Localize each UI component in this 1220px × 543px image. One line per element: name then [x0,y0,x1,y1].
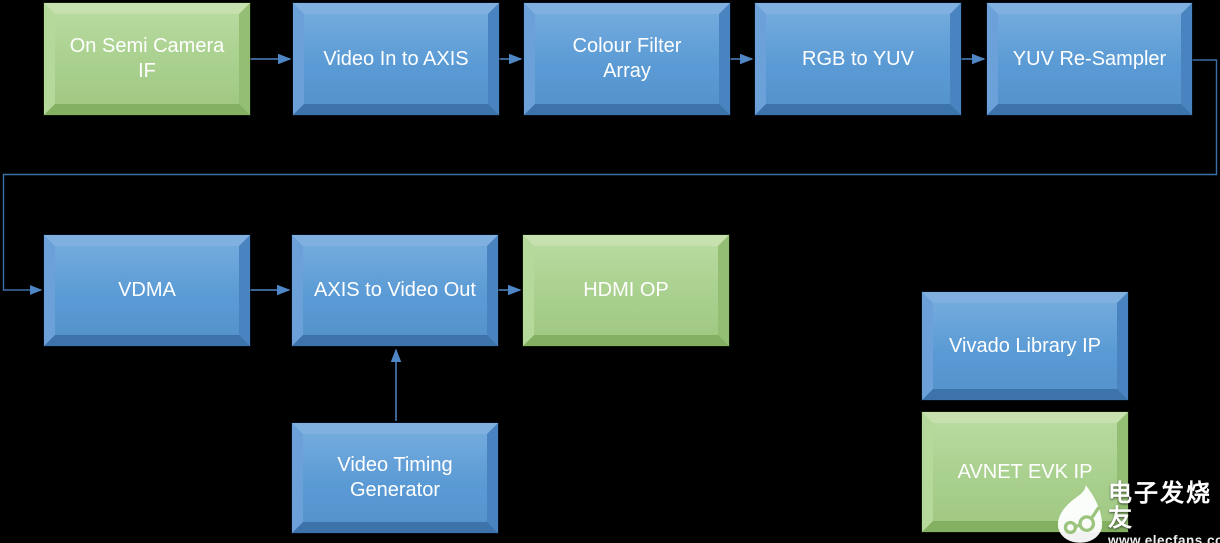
elecfans-droplet-logo-icon [1057,485,1103,543]
watermark-text: 电子发烧友 www.elecfans.com [1108,481,1220,543]
elecfans-watermark: 电子发烧友 www.elecfans.com [1056,481,1220,543]
block-vdma: VDMA [44,235,250,346]
block-rgb-to-yuv: RGB to YUV [755,3,961,115]
block-on-semi-camera-if: On Semi Camera IF [44,3,250,115]
block-video-in-to-axis: Video In to AXIS [293,3,499,115]
watermark-brand: 电子发烧友 [1108,480,1212,533]
block-hdmi-op: HDMI OP [523,235,729,346]
block-yuv-re-sampler: YUV Re-Sampler [987,3,1192,115]
legend-avnet-evk-ip: AVNET EVK IP [922,412,1128,532]
block-axis-to-video-out: AXIS to Video Out [292,235,498,346]
watermark-url: www.elecfans.com [1108,533,1220,543]
legend-vivado-library-ip: Vivado Library IP [922,292,1128,400]
block-colour-filter-array: Colour Filter Array [524,3,730,115]
block-video-timing-generator: Video Timing Generator [292,423,498,533]
